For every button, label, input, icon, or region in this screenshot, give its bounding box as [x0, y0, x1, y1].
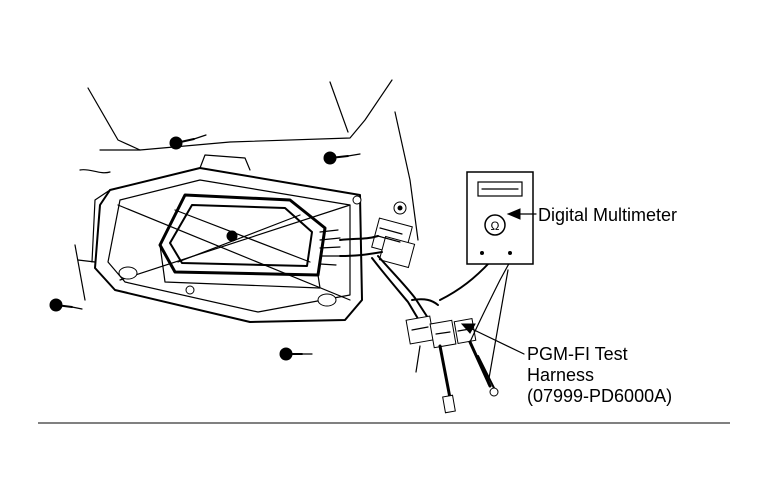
multimeter-label: Digital Multimeter: [538, 205, 677, 225]
harness-leader: [460, 323, 525, 355]
probe-lead: [469, 257, 513, 385]
harness-label-line2: Harness: [527, 365, 594, 385]
ecu-connector: [339, 217, 416, 269]
ohm-symbol: Ω: [491, 219, 500, 233]
bolt-icon: [49, 134, 407, 361]
mounting-bracket: [91, 154, 363, 323]
multimeter-leader: [506, 208, 537, 220]
bracket-hole: [185, 285, 195, 295]
ecu-module-icon: [158, 193, 341, 289]
harness-label-line3: (07999-PD6000A): [527, 386, 672, 406]
bracket-hole: [317, 293, 337, 307]
dashboard-panel: [74, 79, 419, 301]
multimeter-icon: Ω: [466, 171, 534, 265]
bracket-hole: [352, 195, 362, 205]
bracket-hole: [118, 266, 138, 280]
harness-label-line1: PGM-FI Test: [527, 344, 628, 364]
test-harness-icon: [405, 315, 499, 414]
